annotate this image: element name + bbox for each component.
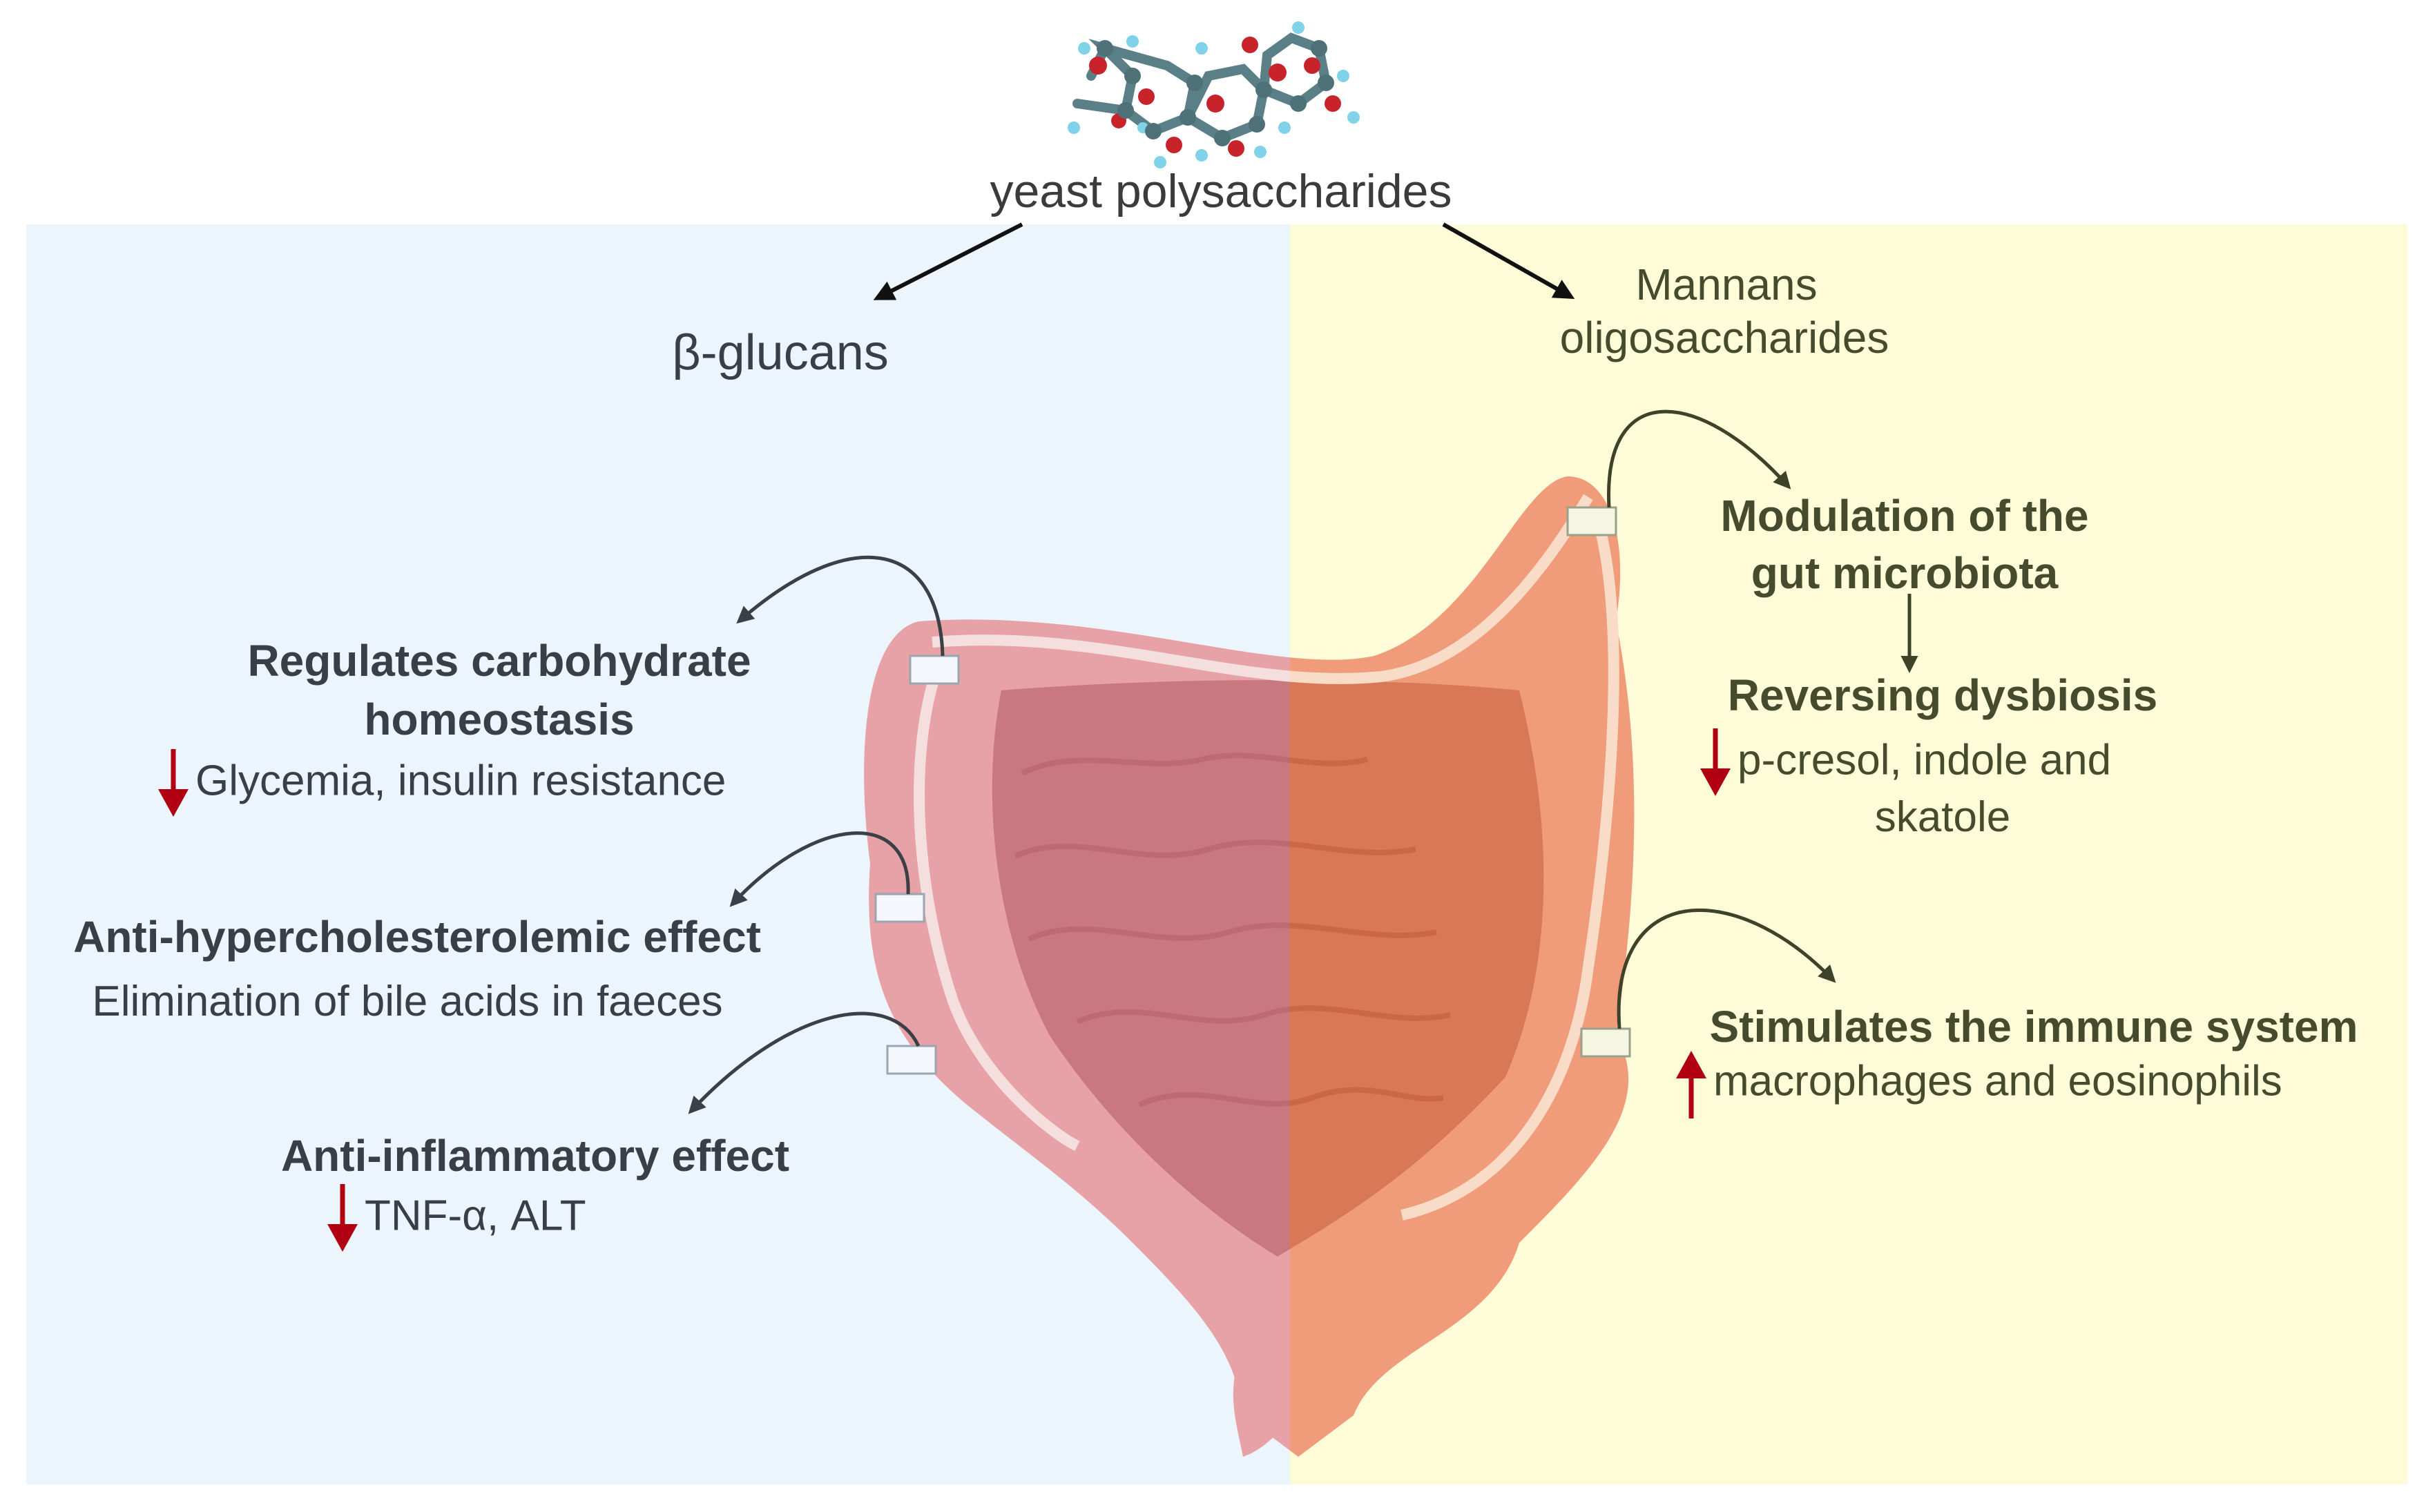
effect-carbohydrate-detail-text: Glycemia, insulin resistance <box>195 757 726 805</box>
mannans-label-line2: oligosaccharides <box>1559 313 1889 362</box>
arrow-to-inflammatory <box>688 1011 921 1114</box>
effect-dysbiosis-title: Reversing dysbiosis <box>1727 670 2158 720</box>
effect-dysbiosis-detail-1: p-cresol, indole and <box>1697 728 2111 797</box>
arrow-to-immune <box>1617 908 1836 1029</box>
arrow-to-mannans <box>1442 222 1575 299</box>
arrow-to-microbiota <box>1607 409 1791 508</box>
intestine-illustration <box>864 476 1635 1457</box>
down-arrow-icon <box>1700 728 1731 796</box>
effect-immune-detail: macrophages and eosinophils <box>1673 1049 2282 1118</box>
effect-cholesterol-title: Anti-hypercholesterolemic effect <box>73 912 761 962</box>
down-arrow-icon <box>327 1184 358 1252</box>
title-yeast-polysaccharides: yeast polysaccharides <box>990 165 1452 217</box>
arrow-to-carbohydrate <box>736 555 945 657</box>
effect-inflammatory-detail: TNF-α, ALT <box>325 1184 586 1253</box>
beta-glucans-label: β-glucans <box>672 325 889 380</box>
effect-inflammatory-detail-text: TNF-α, ALT <box>365 1192 586 1240</box>
effect-carbohydrate-title-1: Regulates carbohydrate <box>247 636 751 686</box>
mannans-label-line1: Mannans <box>1635 260 1818 309</box>
up-arrow-icon <box>1676 1051 1706 1118</box>
effect-dysbiosis-detail-text-1: p-cresol, indole and <box>1737 736 2112 784</box>
effect-immune-detail-text: macrophages and eosinophils <box>1713 1057 2282 1105</box>
arrow-to-beta-glucans <box>873 222 1023 300</box>
down-arrow-icon <box>158 749 189 817</box>
effect-carbohydrate-detail: Glycemia, insulin resistance <box>155 749 726 818</box>
effect-carbohydrate-title-2: homeostasis <box>364 695 635 744</box>
effect-immune-title: Stimulates the immune system <box>1709 1002 2358 1051</box>
effect-cholesterol-detail: Elimination of bile acids in faeces <box>92 978 723 1025</box>
polysaccharide-label-icon <box>874 506 1631 1075</box>
effect-dysbiosis-detail-2: skatole <box>1874 793 2011 841</box>
effect-inflammatory-title: Anti-inflammatory effect <box>280 1131 790 1181</box>
arrow-to-cholesterol <box>729 831 910 907</box>
effect-microbiota-title-1: Modulation of the <box>1720 491 2089 541</box>
molecule-icon <box>1068 21 1360 168</box>
effect-microbiota-title-2: gut microbiota <box>1751 548 2059 598</box>
